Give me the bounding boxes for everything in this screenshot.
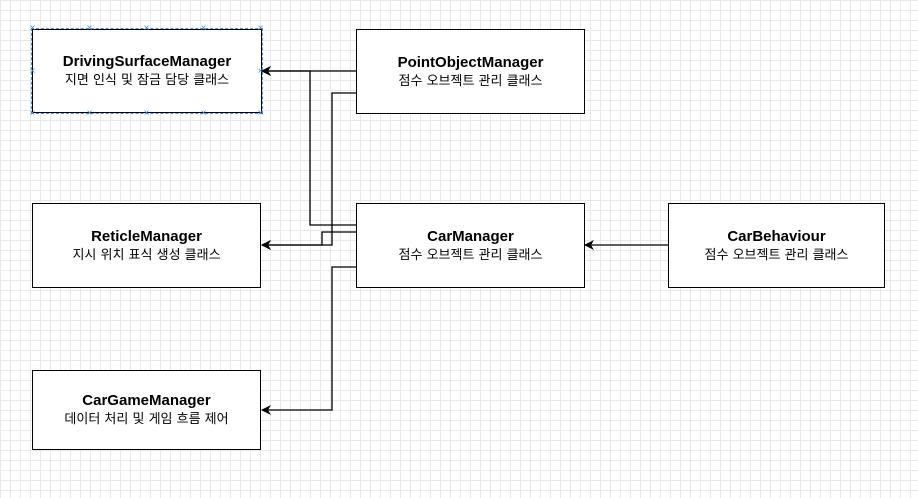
node-description: 지시 위치 표식 생성 클래스 — [72, 247, 221, 263]
node-title: CarManager — [427, 227, 514, 245]
node-title: CarGameManager — [82, 392, 211, 409]
node-car-game-manager[interactable]: CarGameManager 데이터 처리 및 게임 흐름 제어 — [32, 370, 261, 450]
node-point-object-manager[interactable]: PointObjectManager 점수 오브젝트 관리 클래스 — [356, 29, 585, 114]
edge-car-manager-to-driving-surface[interactable] — [261, 66, 356, 226]
edge-car-manager-to-car-game[interactable] — [261, 266, 356, 415]
edge-point-object-to-reticle[interactable] — [261, 92, 356, 250]
node-driving-surface-manager[interactable]: DrivingSurfaceManager 지면 인식 및 잠금 담당 클래스 — [32, 29, 262, 113]
node-description: 지면 인식 및 잠금 담당 클래스 — [64, 73, 230, 88]
node-reticle-manager[interactable]: ReticleManager 지시 위치 표식 생성 클래스 — [32, 203, 261, 288]
node-title: CarBehaviour — [727, 227, 826, 245]
node-title: DrivingSurfaceManager — [62, 53, 232, 70]
node-description: 점수 오브젝트 관리 클래스 — [704, 247, 849, 263]
node-title: ReticleManager — [91, 227, 202, 245]
node-description: 점수 오브젝트 관리 클래스 — [398, 247, 543, 263]
edge-car-manager-to-reticle[interactable] — [261, 231, 356, 250]
node-car-manager[interactable]: CarManager 점수 오브젝트 관리 클래스 — [356, 203, 585, 288]
node-car-behaviour[interactable]: CarBehaviour 점수 오브젝트 관리 클래스 — [668, 203, 885, 288]
node-description: 데이터 처리 및 게임 흐름 제어 — [64, 412, 229, 427]
node-title: PointObjectManager — [397, 53, 544, 71]
node-description: 점수 오브젝트 관리 클래스 — [398, 73, 543, 89]
